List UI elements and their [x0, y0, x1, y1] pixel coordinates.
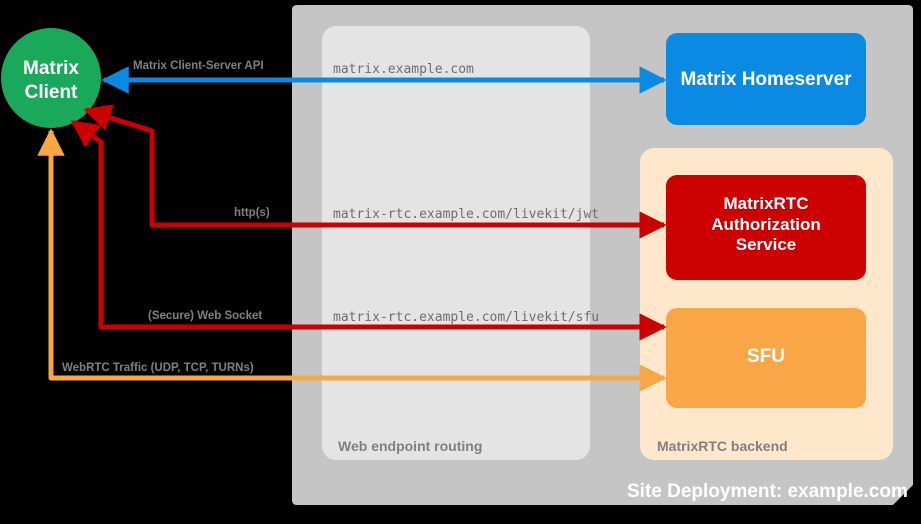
endpoint-url-matrix: matrix.example.com: [333, 62, 474, 77]
node-matrix-homeserver[interactable]: [666, 33, 866, 125]
zone-web-endpoint-routing-label: Web endpoint routing: [338, 438, 483, 454]
endpoint-url-livekit-sfu: matrix-rtc.example.com/livekit/sfu: [333, 310, 600, 325]
arrow-webrtc-traffic: [37, 128, 667, 392]
connection-label-http-jwt: http(s): [234, 207, 270, 219]
connection-label-secure-web-socket: (Secure) Web Socket: [148, 310, 263, 322]
node-matrix-client-label: Matrix Client: [23, 58, 79, 103]
node-matrix-client[interactable]: [1, 28, 101, 128]
endpoint-url-livekit-jwt: matrix-rtc.example.com/livekit/jwt: [333, 207, 600, 222]
node-matrixrtc-authorization-service[interactable]: [666, 175, 866, 280]
node-sfu[interactable]: [666, 308, 866, 408]
zone-matrixrtc-backend-label: MatrixRTC backend: [657, 438, 788, 454]
connection-label-webrtc-traffic: WebRTC Traffic (UDP, TCP, TURNs): [62, 362, 254, 374]
site-deployment-label: Site Deployment: example.com: [627, 481, 908, 502]
connection-label-client-server-api: Matrix Client-Server API: [133, 60, 264, 72]
